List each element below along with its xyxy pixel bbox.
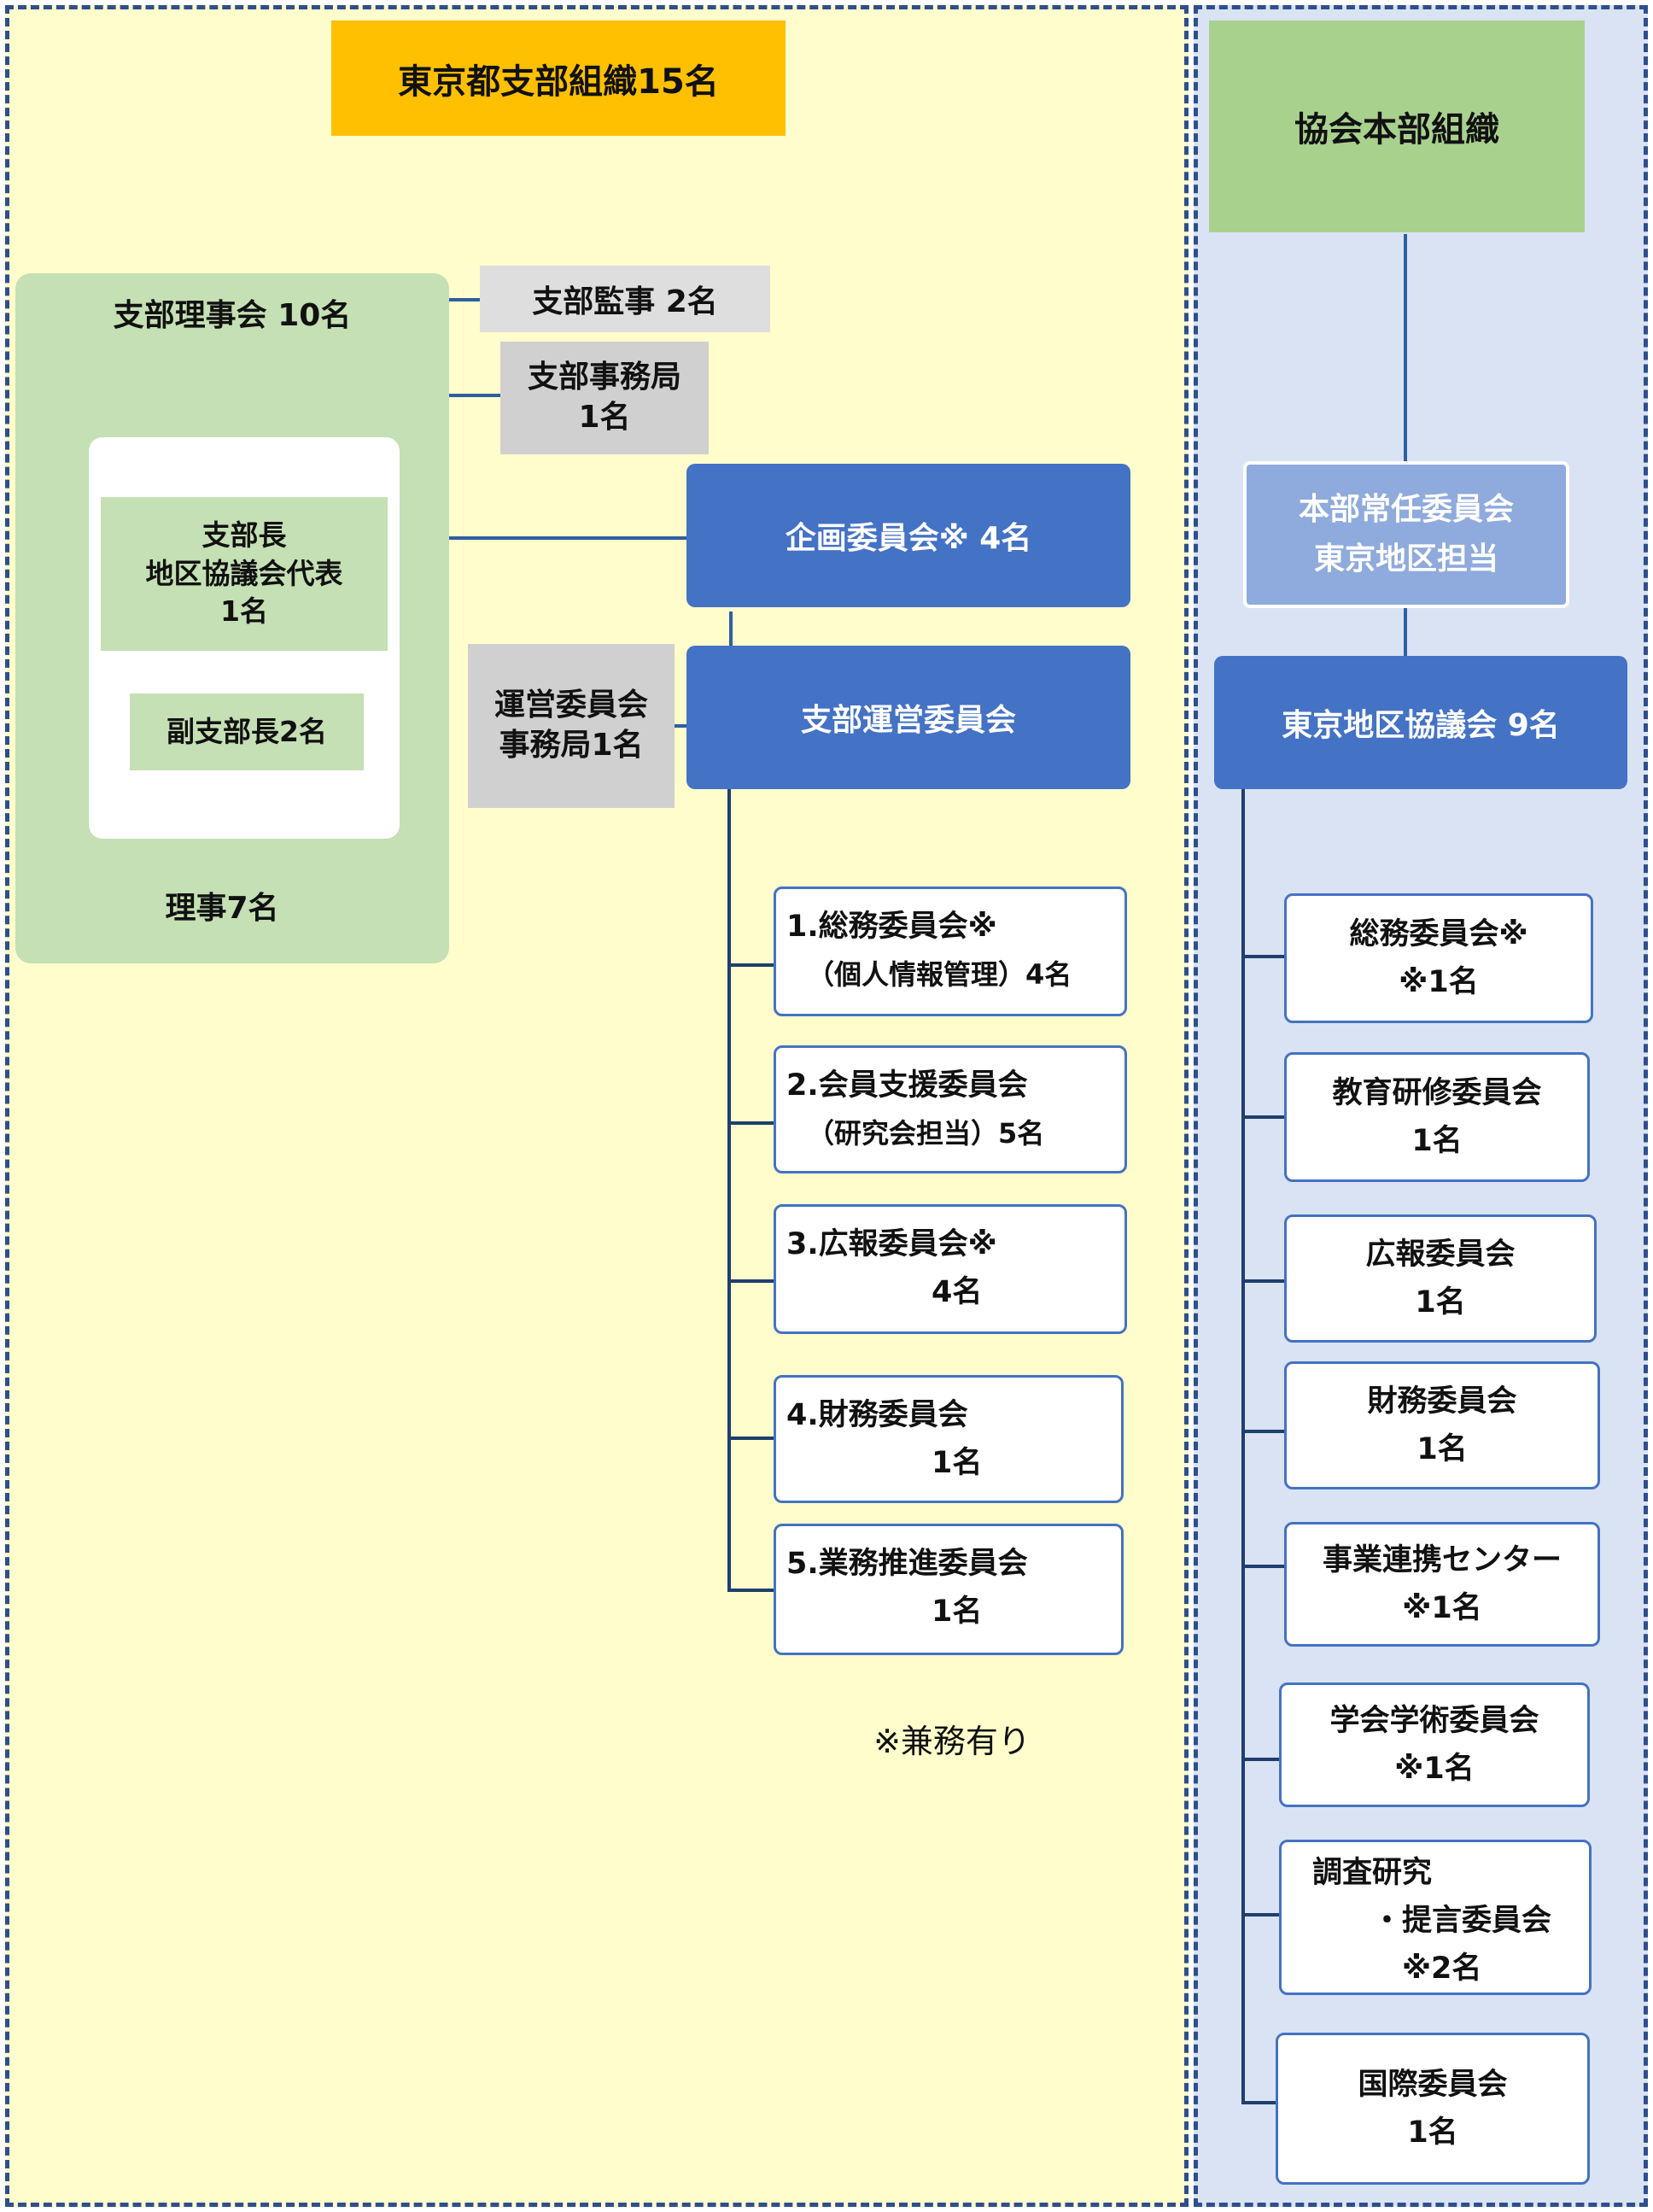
hq-committee-3: 広報委員会 1名 xyxy=(1284,1214,1597,1343)
committee-3: 3.広報委員会※ 4名 xyxy=(774,1204,1127,1334)
committee-2: 2.会員支援委員会 （研究会担当）5名 xyxy=(774,1045,1127,1173)
ops-secretariat: 運営委員会 事務局1名 xyxy=(468,644,675,808)
concurrent-duty-note: ※兼務有り xyxy=(873,1722,1031,1760)
committee-1-detail: （個人情報管理）4名 xyxy=(807,958,1072,991)
connector-hq-branch-2 xyxy=(1241,1115,1284,1119)
connector-hq-branch-5 xyxy=(1241,1565,1284,1568)
committee-4-title: 4.財務委員会 xyxy=(786,1398,968,1432)
connector-branch-1 xyxy=(727,963,774,967)
hq-committee-1: 総務委員会※ ※1名 xyxy=(1284,893,1593,1023)
planning-committee: 企画委員会※ 4名 xyxy=(686,464,1130,607)
hq-organization-title: 協会本部組織 xyxy=(1209,20,1585,232)
hq-committee-7: 調査研究 ・提言委員会 ※2名 xyxy=(1279,1840,1592,1995)
tokyo-branch-title: 東京都支部組織15名 xyxy=(331,20,786,136)
connector-hq-branch-7 xyxy=(1241,1913,1284,1916)
connector-board-auditor xyxy=(449,298,480,301)
connector-hq-branch-4 xyxy=(1241,1430,1284,1433)
committee-1: 1.総務委員会※ （個人情報管理）4名 xyxy=(774,887,1127,1016)
committee-5-title: 5.業務推進委員会 xyxy=(786,1547,1028,1581)
committee-2-detail: （研究会担当）5名 xyxy=(807,1117,1045,1150)
committee-4: 4.財務委員会 1名 xyxy=(774,1375,1124,1503)
hq-committee-5: 事業連携センター ※1名 xyxy=(1284,1522,1600,1647)
vice-branch-chief: 副支部長2名 xyxy=(130,693,364,770)
connector-board-secretariat xyxy=(449,394,500,397)
connector-hq-branch-1 xyxy=(1241,955,1284,958)
hq-standing-committee: 本部常任委員会 東京地区担当 xyxy=(1243,461,1569,608)
committee-5: 5.業務推進委員会 1名 xyxy=(774,1524,1124,1655)
committee-4-detail: 1名 xyxy=(932,1446,983,1480)
committee-2-title: 2.会員支援委員会 xyxy=(786,1068,1028,1103)
connector-branch-4 xyxy=(727,1437,774,1440)
committee-3-title: 3.広報委員会※ xyxy=(786,1227,997,1261)
connector-council-trunk xyxy=(1241,789,1245,2104)
committee-5-detail: 1名 xyxy=(932,1595,983,1629)
branch-ops-committee: 支部運営委員会 xyxy=(686,646,1130,789)
connector-hq-branch-6 xyxy=(1241,1758,1284,1761)
committee-1-title: 1.総務委員会※ xyxy=(786,910,997,944)
branch-board-title: 支部理事会 10名 xyxy=(113,298,352,333)
connector-board-planning xyxy=(449,536,686,540)
connector-planning-ops xyxy=(729,612,733,646)
connector-branch-2 xyxy=(727,1121,774,1125)
connector-hq-branch-8 xyxy=(1241,2101,1284,2104)
connector-hq-standing xyxy=(1404,234,1407,461)
branch-secretariat: 支部事務局 1名 xyxy=(500,342,709,454)
branch-auditor: 支部監事 2名 xyxy=(480,266,770,332)
connector-branch-3 xyxy=(727,1279,774,1283)
connector-hq-branch-3 xyxy=(1241,1279,1284,1283)
committee-3-detail: 4名 xyxy=(932,1275,983,1309)
branch-directors: 理事7名 xyxy=(165,891,279,926)
branch-chief: 支部長 地区協議会代表 1名 xyxy=(101,497,388,651)
connector-opsec-ops xyxy=(675,724,688,728)
hq-committee-6: 学会学術委員会 ※1名 xyxy=(1279,1682,1590,1807)
connector-standing-council xyxy=(1404,608,1407,656)
connector-ops-trunk xyxy=(727,789,731,1592)
connector-branch-5 xyxy=(727,1589,774,1592)
hq-committee-4: 財務委員会 1名 xyxy=(1284,1361,1600,1489)
hq-committee-8: 国際委員会 1名 xyxy=(1276,2033,1590,2185)
hq-committee-2: 教育研修委員会 1名 xyxy=(1284,1052,1590,1182)
tokyo-district-council: 東京地区協議会 9名 xyxy=(1214,656,1627,789)
